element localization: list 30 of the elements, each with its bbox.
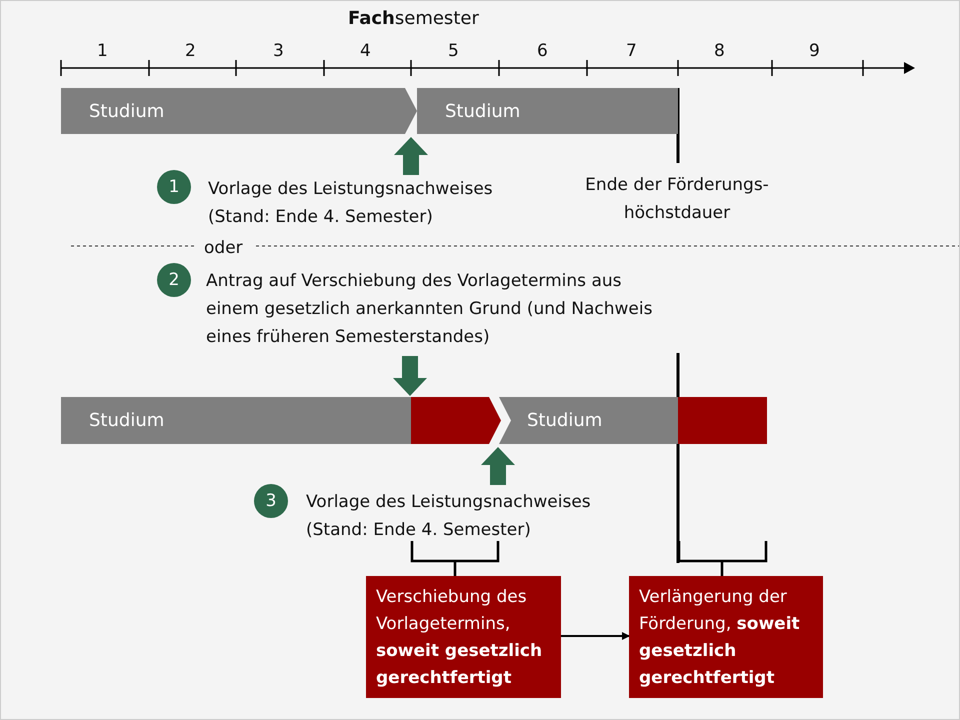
semester-number: 6 (537, 40, 548, 63)
block-arrow (394, 137, 428, 175)
semester-number: 9 (809, 40, 820, 63)
study-bar: Studium (61, 88, 417, 134)
step-number-circle: 1 (157, 170, 191, 204)
study-bar: Studium (61, 397, 411, 444)
step-number-circle: 3 (254, 484, 288, 518)
block-arrow (393, 356, 427, 396)
step-description: Vorlage des Leistungsnachweises (Stand: Ende 4. Semester) (208, 178, 494, 229)
deadline-label: Ende der Förderungs- höchstdauer (584, 174, 770, 225)
result-box: Verschiebung des Vorlagetermins, soweit gesetzlich gerechtfertigt (366, 576, 561, 698)
step-description: Antrag auf Verschiebung des Vorlagetermins aus einem gesetzlich anerkannten Grund (und Nachweis eines früheren Semesterstandes) (206, 270, 654, 349)
semester-number: 7 (626, 40, 637, 63)
semester-number: 8 (714, 40, 725, 63)
semester-number: 1 (97, 40, 108, 63)
step-description: Vorlage des Leistungsnachweises (Stand: Ende 4. Semester) (306, 491, 592, 542)
study-bar: Studium (417, 88, 678, 134)
study-bar: Studium (499, 397, 678, 444)
semester-number: 4 (360, 40, 371, 63)
step-number-circle: 2 (157, 263, 191, 297)
semester-number: 3 (273, 40, 284, 63)
or-label: oder (204, 237, 243, 260)
axis-title: Fachsemester (348, 7, 479, 31)
extension-bar (678, 397, 767, 444)
arrow (561, 632, 630, 640)
extension-bar (411, 397, 501, 444)
block-arrow (481, 447, 515, 485)
semester-number: 5 (448, 40, 459, 63)
result-box: Verlängerung der Förderung, soweit gesetzlich gerechtfertigt (629, 576, 823, 698)
semester-number: 2 (185, 40, 196, 63)
